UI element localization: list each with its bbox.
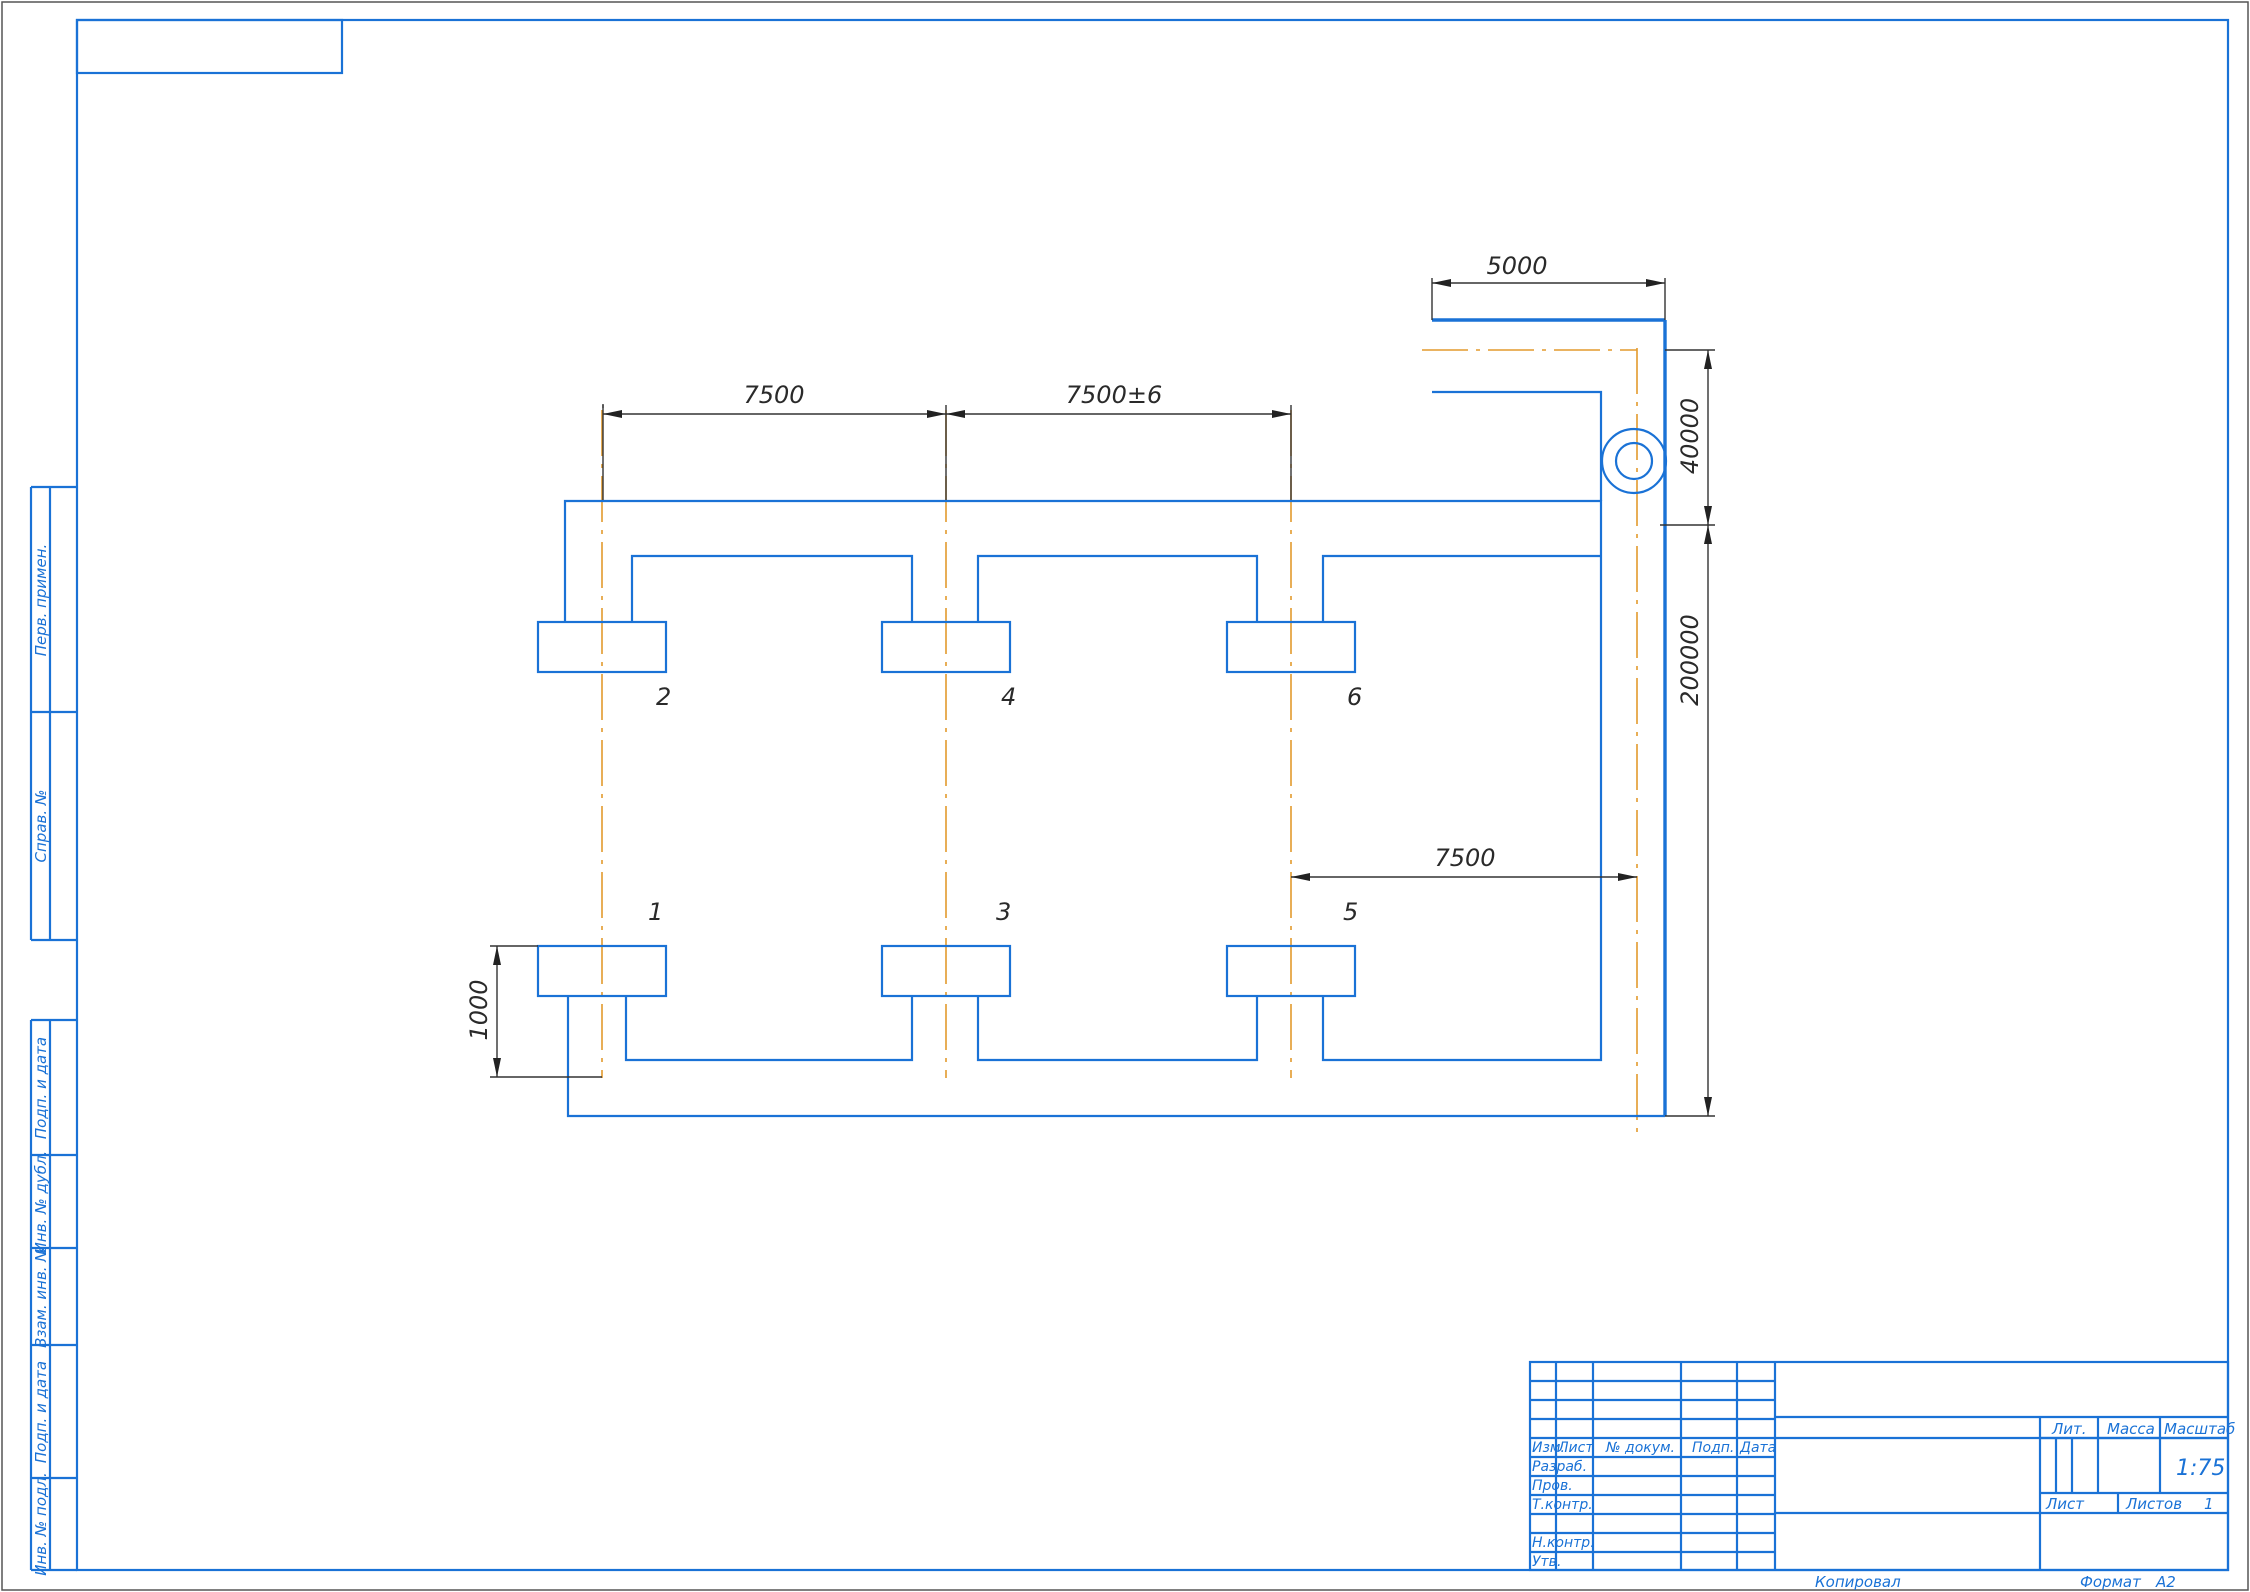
tb-sheet: Лист	[2045, 1495, 2085, 1513]
side-label-podp-data-2: Подп. и дата	[32, 1361, 50, 1463]
dim-text-left-vertical: 1000	[465, 979, 493, 1040]
dim-text-top-corner: 5000	[1486, 252, 1547, 280]
side-label-vzam-inv: Взам. инв. №	[32, 1246, 50, 1348]
support-block-3	[880, 944, 1012, 998]
tb-col-nomer-dokum: № докум.	[1605, 1440, 1675, 1456]
dim-text-right-lower: 200000	[1676, 614, 1704, 706]
tb-row-nkontr: Н.контр.	[1532, 1535, 1595, 1551]
side-label-inv-dubl: Инв. № дубл.	[32, 1151, 50, 1254]
support-label-5: 5	[1343, 898, 1358, 926]
top-left-stamp-box	[75, 18, 344, 75]
tb-col-podp: Подп.	[1692, 1440, 1734, 1456]
support-block-4	[880, 620, 1012, 674]
tb-sheets-value: 1	[2204, 1495, 2214, 1513]
support-label-2: 2	[656, 683, 671, 711]
tb-lit: Лит.	[2051, 1420, 2087, 1438]
tb-sheets: Листов	[2125, 1495, 2182, 1513]
tb-row-razrab: Разраб.	[1532, 1459, 1587, 1475]
footer-format: Формат	[2080, 1573, 2142, 1591]
side-label-inv-podl: Инв. № подл.	[32, 1472, 50, 1575]
support-block-1	[536, 944, 668, 998]
axis-lines	[601, 348, 1638, 1138]
dim-text-top-right: 7500±6	[1066, 381, 1162, 409]
footer-copied: Копировал	[1815, 1573, 1901, 1591]
support-block-5	[1225, 944, 1357, 998]
dim-text-right-upper: 40000	[1676, 398, 1704, 474]
tb-col-data: Дата	[1739, 1440, 1776, 1456]
tb-row-prov: Пров.	[1532, 1478, 1573, 1494]
support-blocks	[536, 620, 1357, 998]
tb-col-izm: Изм.	[1532, 1440, 1565, 1456]
pipe-network	[563, 318, 1667, 1118]
footer-format-value: A2	[2155, 1573, 2176, 1591]
tb-col-list: Лист	[1557, 1440, 1594, 1456]
source-circle	[1600, 427, 1668, 495]
main-frame	[75, 18, 2230, 1572]
side-label-podp-data-1: Подп. и дата	[32, 1037, 50, 1139]
title-block	[1528, 1360, 2230, 1572]
support-block-6	[1225, 620, 1357, 674]
tb-scale-value: 1:75	[2176, 1456, 2225, 1481]
side-stamp: Перв. примен. Справ. № Подп. и дата Инв.…	[29, 485, 77, 1576]
tb-row-tkontr: Т.контр.	[1532, 1497, 1593, 1513]
support-block-2	[536, 620, 668, 674]
support-label-4: 4	[1001, 683, 1016, 711]
dim-text-middle: 7500	[1434, 844, 1495, 872]
side-label-perv-primen: Перв. примен.	[32, 544, 50, 657]
tb-scale: Масштаб	[2164, 1420, 2235, 1438]
tb-row-utv: Утв.	[1532, 1554, 1561, 1570]
support-label-3: 3	[996, 898, 1011, 926]
side-label-sprav: Справ. №	[32, 790, 50, 863]
support-label-1: 1	[648, 898, 663, 926]
dim-text-top-left: 7500	[743, 381, 804, 409]
tb-mass: Масса	[2107, 1420, 2155, 1438]
dimension-lines	[490, 278, 1715, 1117]
support-label-6: 6	[1347, 683, 1362, 711]
